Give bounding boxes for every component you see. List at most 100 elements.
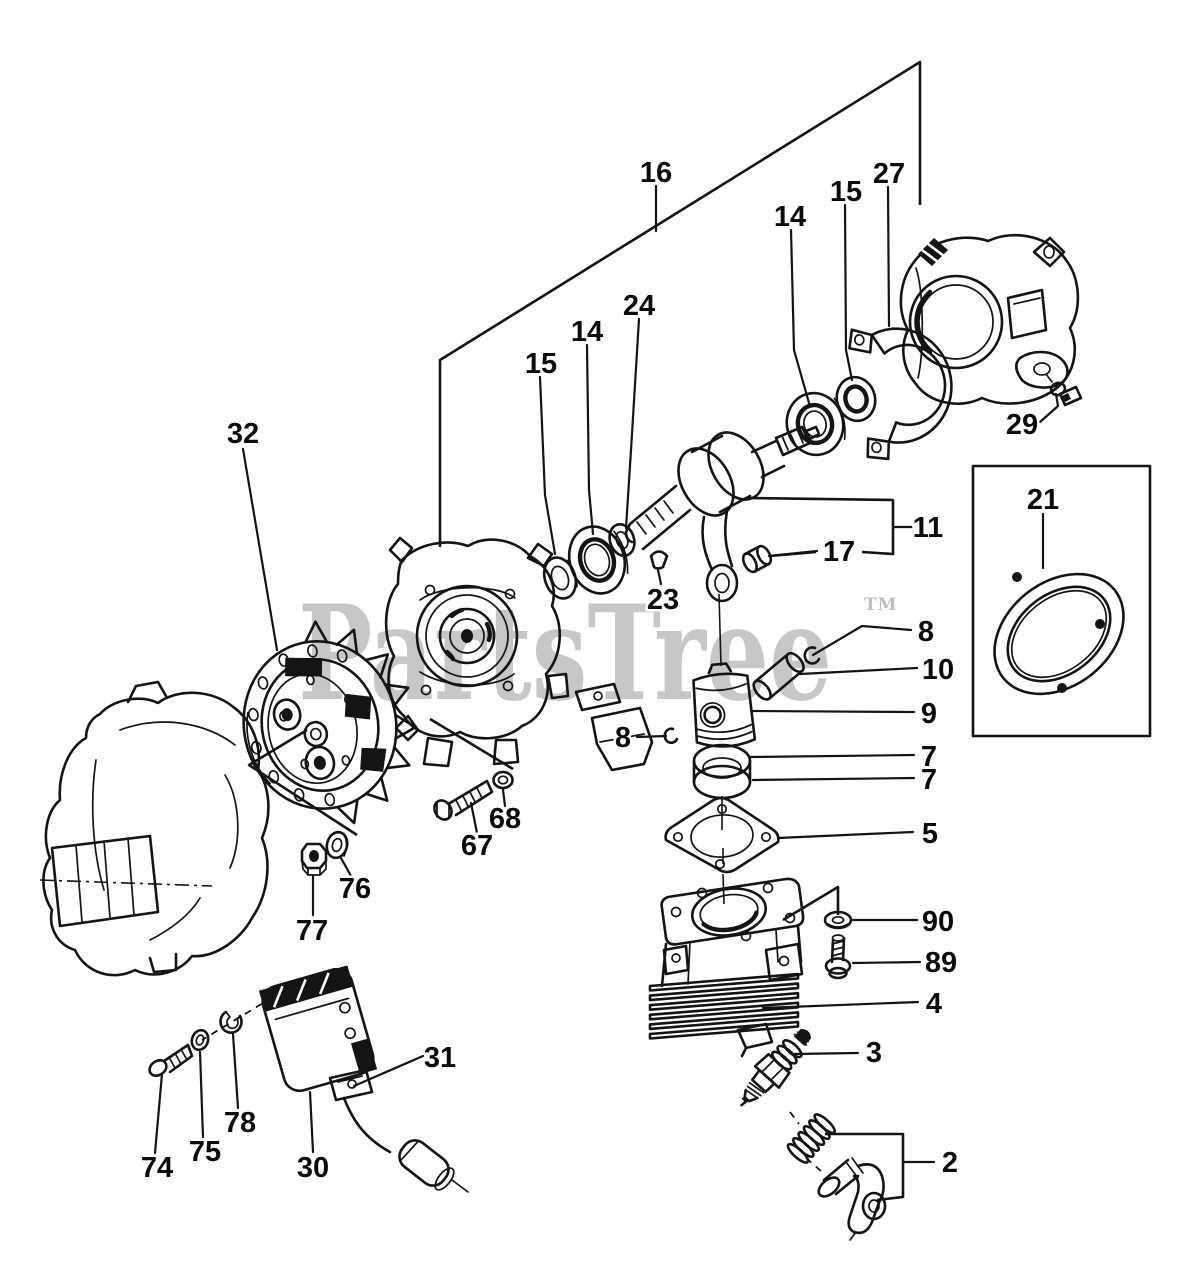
watermark-text: PartsTree: [298, 576, 832, 730]
leader-24: [624, 317, 641, 530]
callout-label-8: 8: [918, 616, 934, 648]
leader-74: [153, 1072, 164, 1155]
case-bolt-axis: [429, 717, 514, 771]
spark-plug-wire: [342, 1096, 392, 1154]
gear-housing: [39, 680, 270, 977]
hex-nut-77: [300, 842, 328, 876]
callout-label-29: 29: [1006, 409, 1038, 441]
ball-bearing-right: [785, 391, 846, 457]
leader-76: [339, 856, 353, 878]
callout-label-21: 21: [1027, 484, 1059, 516]
callout-label-7: 7: [921, 764, 937, 796]
piston-9: [692, 662, 757, 748]
callout-label-32: 32: [227, 418, 259, 450]
spark-plug-3: [740, 1029, 811, 1107]
leader-31: [352, 1054, 425, 1088]
washer-76: [325, 830, 349, 860]
leader-23: [656, 568, 663, 586]
circlip-left: [663, 727, 679, 744]
cylinder-base-gasket-5: [664, 796, 780, 874]
circlip-right: [803, 646, 821, 665]
lubricator-spring: [786, 1113, 837, 1164]
leader-7: [748, 753, 916, 759]
leader-7: [751, 776, 916, 782]
callout-label-9: 9: [921, 698, 937, 730]
watermark: PartsTree TM: [298, 576, 897, 730]
callout-label-15: 15: [830, 176, 862, 208]
bracket-2: [825, 1132, 905, 1202]
flywheel-axis: [247, 728, 358, 837]
leader-27: [886, 185, 891, 328]
leader-17: [767, 549, 819, 558]
leader-10: [798, 666, 919, 676]
engine-mount-brackets: [574, 682, 654, 772]
leader-8: [811, 624, 913, 657]
cooling-fins: [648, 972, 800, 1040]
callout-label-8: 8: [615, 722, 631, 754]
callout-label-74: 74: [141, 1152, 173, 1184]
flange-nut-68: [492, 770, 514, 790]
coil-clamp-31: [328, 1068, 374, 1102]
leader-78: [231, 1032, 240, 1110]
bolt-89: [824, 934, 852, 980]
dashed-axis-1: [789, 1111, 800, 1125]
leader-68: [501, 788, 507, 808]
washer-75: [190, 1028, 210, 1052]
leader-67: [469, 801, 479, 835]
dashed-axis-2: [805, 1157, 822, 1172]
crankshaft-connecting-rod: [624, 425, 821, 667]
callout-label-14: 14: [774, 201, 806, 233]
callout-label-30: 30: [297, 1152, 329, 1184]
callout-label-10: 10: [922, 654, 954, 686]
lock-washer-78: [219, 1010, 243, 1034]
woodruff-key-23: [649, 550, 669, 570]
callout-label-76: 76: [339, 873, 371, 905]
crankcase-pto-side: [899, 233, 1083, 407]
callout-label-78: 78: [224, 1107, 256, 1139]
coil-screw-74: [148, 1043, 194, 1078]
callout-label-4: 4: [926, 988, 942, 1020]
grommet-29: [1045, 373, 1083, 407]
rod-roller-bearing-17: [741, 544, 773, 574]
callout-label-67: 67: [461, 830, 493, 862]
cylinder-4: [648, 873, 805, 1058]
plug-boot: [398, 1139, 455, 1191]
callout-label-14: 14: [571, 316, 603, 348]
bearing-retainer-clamp-27: [848, 327, 953, 461]
callout-label-24: 24: [623, 290, 655, 322]
leader-75: [198, 1050, 205, 1139]
leader-15: [538, 375, 557, 556]
leader-15: [843, 203, 854, 382]
callout-labels: 1614152724141529213211172381098775686776…: [138, 155, 1061, 1187]
watermark-tm: TM: [864, 595, 897, 615]
leader-8: [635, 734, 668, 739]
ignition-coil-30: [258, 965, 469, 1193]
callout-label-68: 68: [489, 803, 521, 835]
callout-label-11: 11: [913, 512, 944, 544]
piston-assembly: [663, 646, 821, 864]
assembly-16-boundary: [438, 60, 922, 547]
piston-pin-10: [752, 651, 805, 701]
callout-label-17: 17: [823, 536, 855, 568]
callout-label-16: 16: [640, 157, 672, 189]
leader-3: [790, 1051, 860, 1056]
leader-14: [789, 228, 811, 405]
piston-rings-7: [692, 743, 752, 800]
callout-label-5: 5: [922, 818, 938, 850]
leader-89: [851, 960, 922, 965]
bracket-11: [745, 496, 895, 556]
leader-9: [751, 709, 916, 714]
callout-label-2: 2: [942, 1147, 958, 1179]
assembly-axis-dashed-lines: [201, 996, 822, 1172]
flywheel-magnet: [360, 747, 387, 772]
leader-30: [308, 1090, 315, 1154]
callout-label-89: 89: [925, 947, 957, 979]
callout-label-77: 77: [296, 915, 328, 947]
lubricator-elbow-2: [817, 1157, 887, 1241]
crankcase-flywheel-side: [384, 536, 570, 768]
oil-seal-right: [835, 375, 877, 423]
callout-label-3: 3: [866, 1037, 882, 1069]
callout-label-7: 7: [921, 741, 937, 773]
inset-gasket-21: [971, 464, 1152, 738]
